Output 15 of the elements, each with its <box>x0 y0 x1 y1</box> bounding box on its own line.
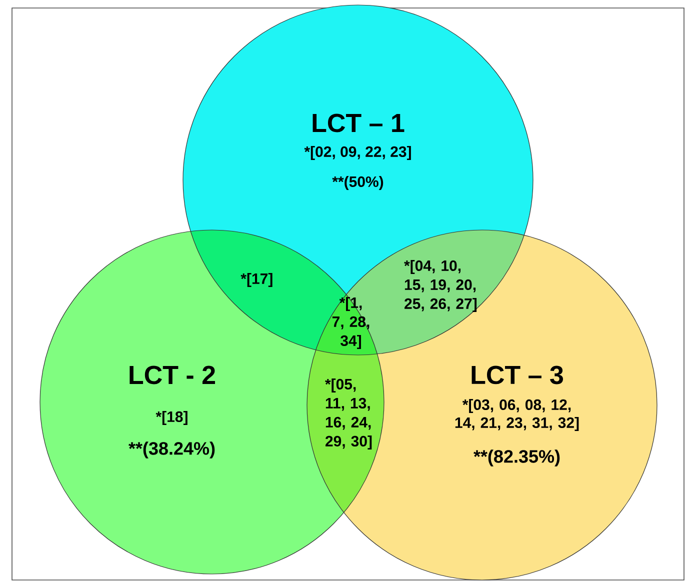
percentage: **(82.35%) <box>474 450 560 466</box>
circle-title: LCT – 3 <box>472 366 563 384</box>
member-list: *[03, 06, 08, 12, 14, 21, 23, 31, 32] <box>455 399 579 431</box>
circle <box>40 230 384 574</box>
region-label: *[17] <box>240 273 272 287</box>
circle-title: LCT - 2 <box>130 366 215 384</box>
percentage: **(50%) <box>332 176 384 190</box>
circle <box>306 230 658 580</box>
circle-title: LCT – 1 <box>312 114 404 132</box>
percentage: **(38.24%) <box>128 442 215 458</box>
circle <box>182 4 534 356</box>
region-label: *[05, 11, 13, 16, 24, 29, 30] <box>325 378 372 450</box>
member-list: *[02, 09, 22, 23] <box>304 146 411 160</box>
member-list: *[18] <box>156 411 188 425</box>
region-label: *[04, 10, 15, 19, 20, 25, 26, 27] <box>404 260 477 312</box>
